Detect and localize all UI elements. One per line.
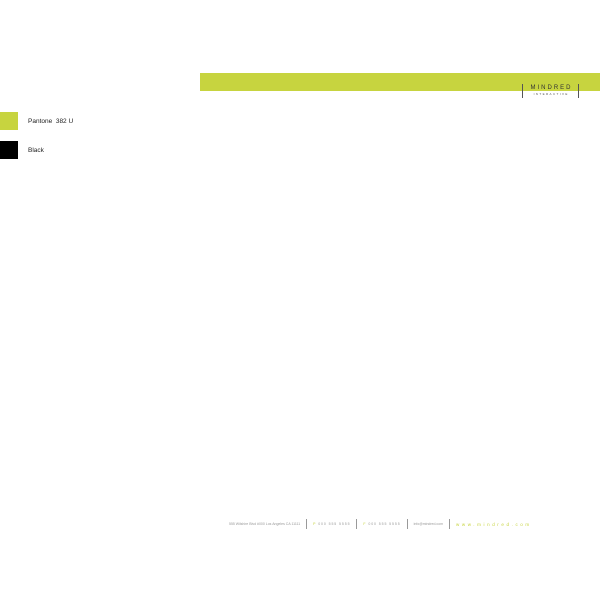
footer-phone-label: P: [313, 522, 317, 526]
footer-fax: F 000 555 5555: [363, 522, 400, 526]
swatch-black: [0, 141, 18, 159]
footer-fax-number: 000 555 5555: [368, 522, 401, 526]
footer-divider: [449, 519, 450, 529]
logo-wordmark: MINDRED: [530, 85, 573, 91]
footer-address: 555 Wilshire Blvd #000 Los Angeles CA 11…: [229, 522, 301, 526]
swatch-label-black: Black: [28, 147, 44, 154]
logo-tagline: INTERACTIVE: [533, 92, 569, 96]
footer-phone: P 000 555 5555: [313, 522, 350, 526]
footer-phone-number: 000 555 5555: [318, 522, 351, 526]
brand-logo: MINDRED INTERACTIVE: [522, 84, 579, 98]
footer-fax-label: F: [363, 522, 367, 526]
footer-website: www.mindred.com: [456, 521, 532, 527]
footer-divider: [356, 519, 358, 529]
footer-divider: [306, 519, 308, 529]
footer-email: info@mindred.com: [413, 522, 443, 526]
header-accent-bar: [200, 73, 600, 91]
swatch-label-pantone: Pantone 382 U: [28, 118, 74, 125]
swatch-pantone-382: [0, 112, 18, 130]
letterhead-footer: 555 Wilshire Blvd #000 Los Angeles CA 11…: [229, 519, 532, 529]
footer-divider: [406, 519, 408, 529]
